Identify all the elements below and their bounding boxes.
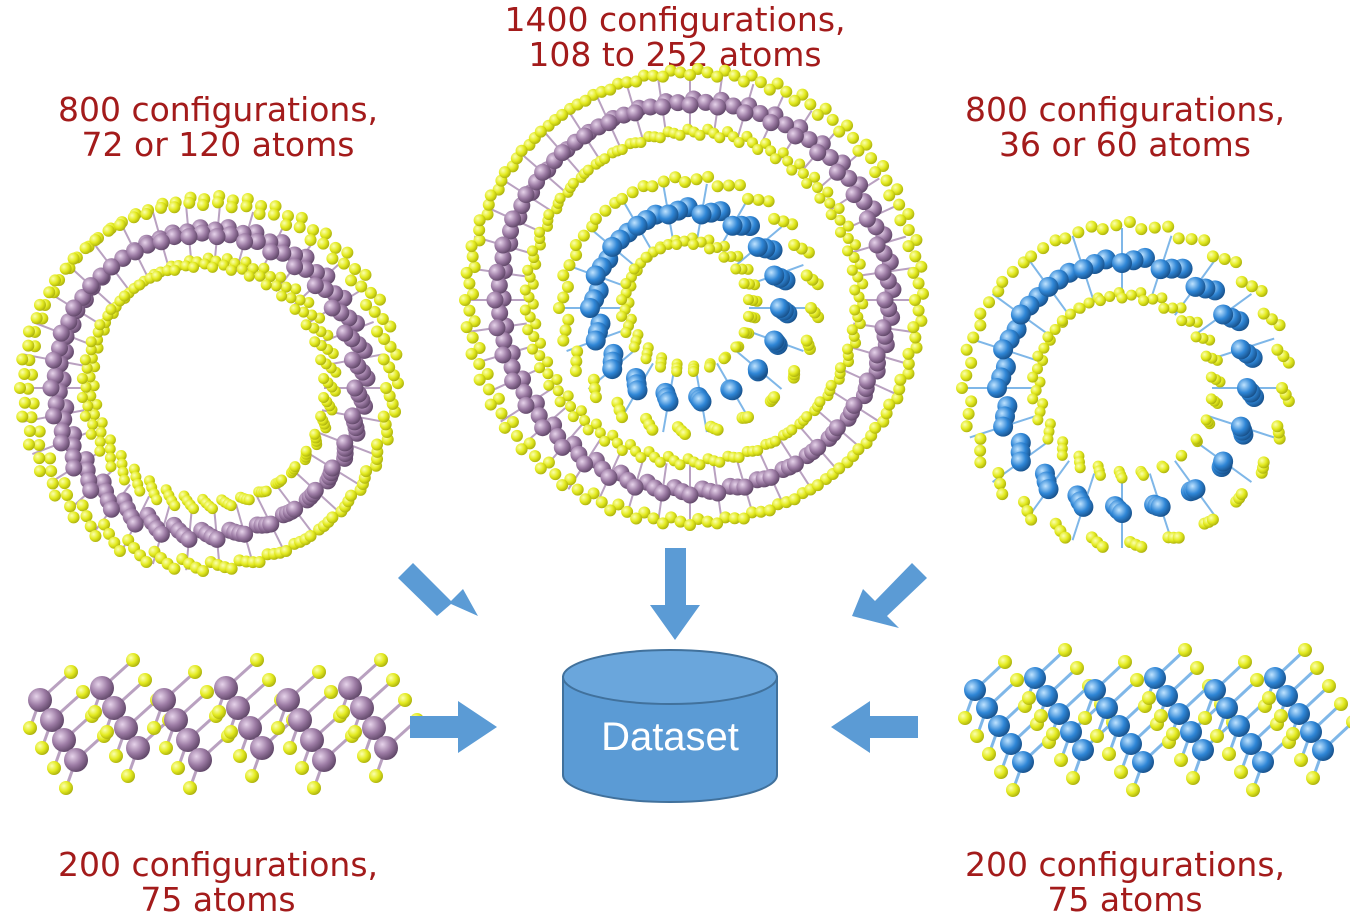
label-top-center: 1400 configurations, 108 to 252 atoms: [480, 2, 870, 72]
label-bottom-right: 200 configurations, 75 atoms: [935, 847, 1315, 917]
arrow-top-center: [650, 548, 700, 640]
label-top-right-line1: 800 configurations,: [964, 90, 1286, 129]
nanotube-blue-inner: [553, 170, 825, 440]
monolayer-purple: [23, 653, 424, 795]
label-bottom-left: 200 configurations, 75 atoms: [28, 847, 408, 917]
arrow-right: [831, 701, 918, 753]
label-bottom-left-line2: 75 atoms: [140, 880, 296, 919]
label-bottom-right-line2: 75 atoms: [1047, 880, 1203, 919]
label-bottom-right-line1: 200 configurations,: [964, 845, 1286, 884]
dataset-label: Dataset: [601, 715, 739, 759]
label-bottom-left-line1: 200 configurations,: [57, 845, 379, 884]
label-top-left-line2: 72 or 120 atoms: [81, 125, 355, 164]
arrow-top-right: [852, 563, 927, 628]
monolayer-blue: [958, 643, 1350, 797]
dataset-cylinder: Dataset: [562, 649, 778, 803]
nanotube-blue-small: [956, 216, 1295, 553]
nanotube-purple-outer: [459, 63, 929, 531]
label-top-left: 800 configurations, 72 or 120 atoms: [28, 92, 408, 162]
label-top-right: 800 configurations, 36 or 60 atoms: [935, 92, 1315, 162]
label-top-right-line2: 36 or 60 atoms: [999, 125, 1251, 164]
label-top-center-line2: 108 to 252 atoms: [528, 35, 822, 74]
label-top-left-line1: 800 configurations,: [57, 90, 379, 129]
nanotube-purple-large: [14, 190, 404, 577]
arrow-top-left: [398, 563, 478, 616]
arrow-left: [410, 701, 497, 753]
label-top-center-line1: 1400 configurations,: [504, 0, 846, 39]
